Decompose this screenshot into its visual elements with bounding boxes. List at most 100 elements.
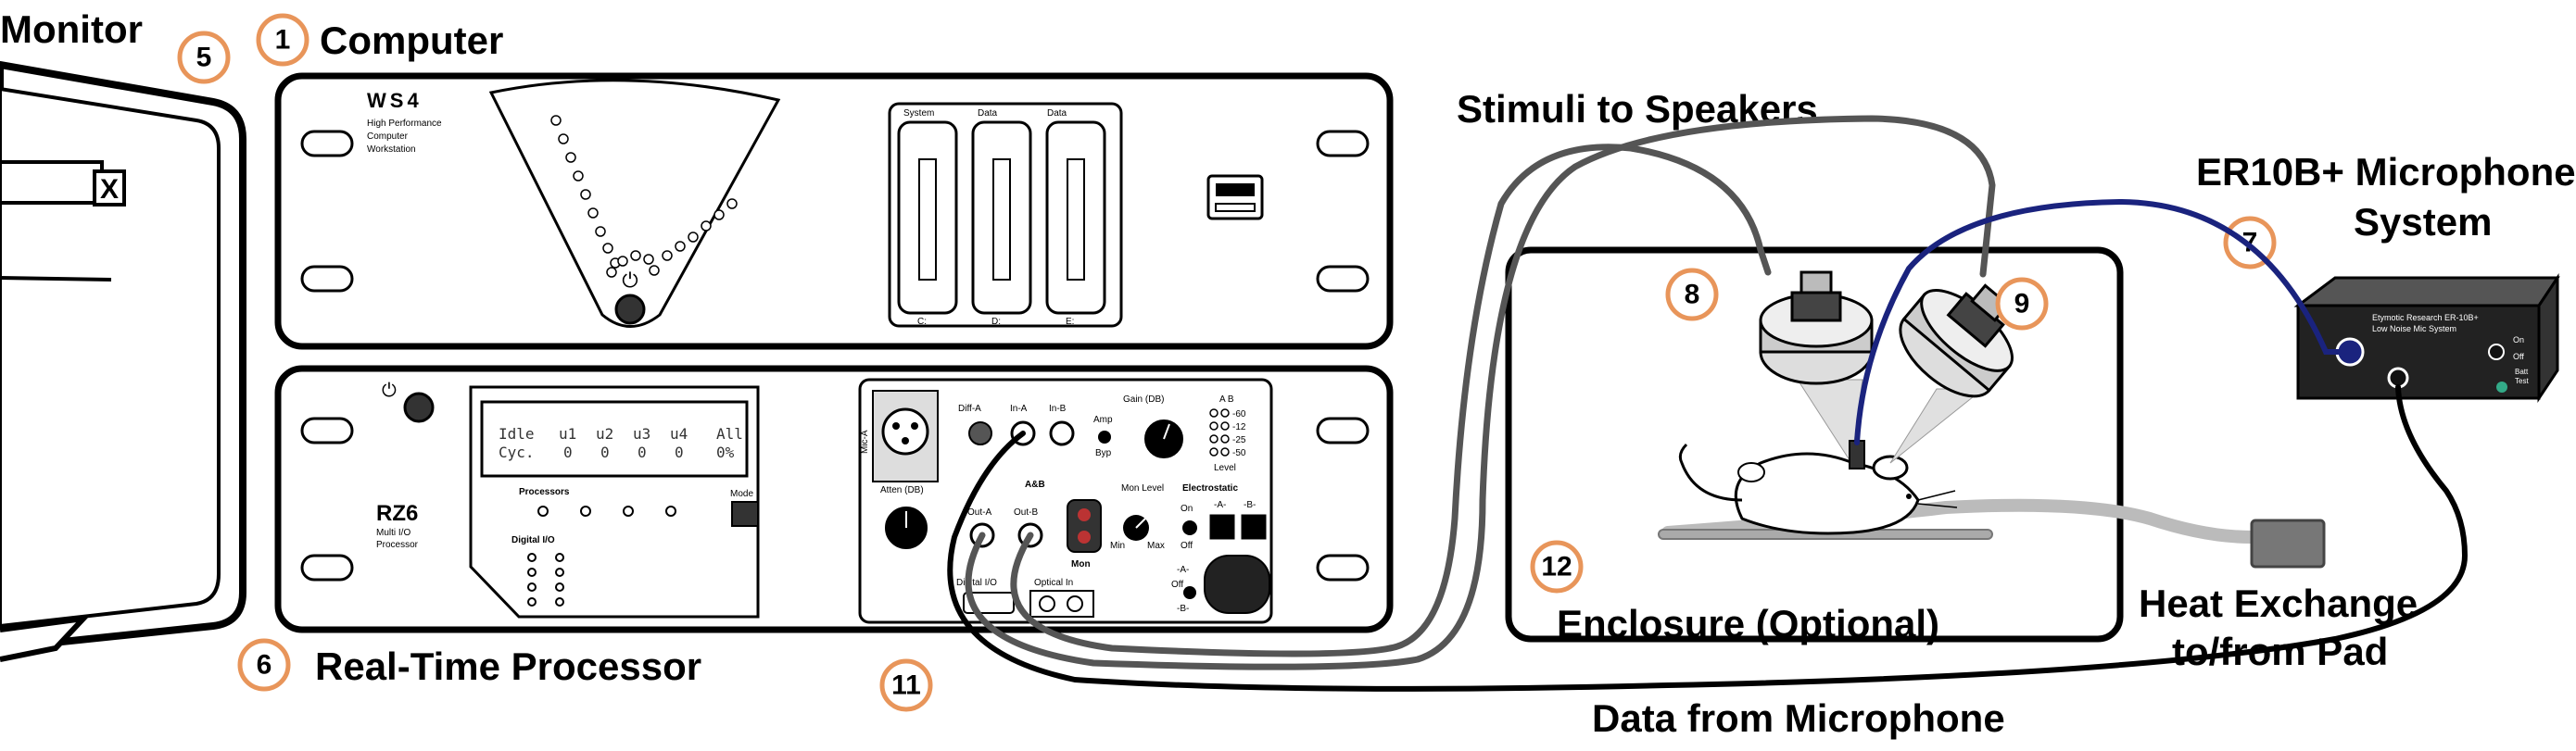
speaker-right [1889, 283, 2014, 464]
ws4-desc-1: High Performance [367, 119, 442, 129]
svg-text:1: 1 [275, 25, 291, 56]
ab-label: A&B [1025, 480, 1045, 490]
lcd-row1-2: u2 [596, 425, 613, 443]
in-b-jack[interactable] [1049, 420, 1075, 446]
er10b-test-label: Test [2515, 377, 2529, 385]
real-time-processor-label: Real-Time Processor [315, 645, 701, 688]
max-label: Max [1147, 541, 1165, 551]
computer-label: Computer [320, 19, 503, 62]
rz6-desc-1: Multi I/O [376, 528, 410, 538]
lcd-row2-1: 0 [563, 444, 573, 461]
er10b-label-line2: System [2354, 200, 2492, 244]
out-b-label: Out-B [1014, 507, 1038, 518]
er10b-battery-led [2496, 382, 2507, 393]
processors-label: Processors [519, 487, 570, 497]
optical-in-label: Optical In [1034, 578, 1073, 588]
level-value-3: -50 [1232, 448, 1246, 458]
digital-io-leds [527, 553, 564, 607]
close-icon: X [100, 174, 119, 205]
mic-a-label: Mic-A [860, 430, 870, 454]
er10b-power-switch[interactable] [2488, 344, 2505, 360]
ch-b-label: -B- [1177, 604, 1189, 614]
heat-exchange-label-line1: Heat Exchange [2139, 582, 2418, 625]
ws4-computer: WS4 High Performance Computer Workstatio… [274, 72, 1394, 350]
svg-text:12: 12 [1541, 552, 1572, 582]
svg-text:11: 11 [891, 670, 921, 701]
diff-a-label: Diff-A [958, 404, 981, 414]
badge-8: 8 [1665, 268, 1719, 321]
ws4-desc-3: Workstation [367, 144, 416, 155]
channel-switch[interactable] [1183, 586, 1196, 599]
es-a-label: -A- [1214, 500, 1226, 510]
ws4-slot-label-3: Data [1047, 108, 1067, 119]
level-ab-label: A B [1219, 394, 1234, 405]
data-from-microphone-cable [947, 384, 2469, 692]
stimulus-cable-b [965, 115, 1996, 670]
rz6-desc-2: Processor [376, 540, 419, 550]
level-leds [1209, 408, 1230, 457]
lcd-display [480, 400, 749, 478]
digital-io-label: Digital I/O [511, 535, 555, 545]
er10b-on-label: On [2513, 335, 2524, 344]
drive-label-c: C: [917, 317, 927, 327]
er10b-label-line1: ER10B+ Microphone [2196, 150, 2576, 194]
digital-io-port-label: Digital I/O [956, 578, 997, 588]
amp-byp-switch[interactable] [1098, 431, 1111, 444]
lcd-row1-5: All [716, 425, 743, 443]
in-a-label: In-A [1010, 404, 1028, 414]
es-off-label: Off [1181, 541, 1193, 551]
ws4-power-button[interactable] [614, 294, 646, 325]
atten-label: Atten (DB) [880, 485, 924, 495]
lcd-row1-1: u1 [559, 425, 576, 443]
er10b-off-label: Off [2513, 352, 2524, 361]
mode-label: Mode [730, 489, 753, 499]
ch-off-label: Off [1171, 580, 1183, 590]
drive-label-e: E: [1066, 317, 1074, 327]
electrostatic-switch[interactable] [1182, 520, 1197, 535]
ws4-desc-2: Computer [367, 131, 409, 142]
ws4-slot-label-1: System [903, 108, 934, 119]
stimulus-cable-a [1010, 144, 1772, 657]
rz6-power-button[interactable] [403, 392, 435, 423]
usb-port[interactable] [1206, 174, 1264, 220]
lcd-row2-0: Cyc. [499, 444, 535, 461]
mic-a-xlr-jack[interactable] [881, 407, 929, 456]
level-value-1: -12 [1232, 422, 1246, 432]
mon-jack[interactable] [1067, 499, 1102, 553]
er10b-box-line1: Etymotic Research ER-10B+ [2372, 313, 2479, 322]
min-label: Min [1110, 541, 1125, 551]
er10b-batt-label: Batt [2515, 368, 2529, 376]
mode-button[interactable] [731, 501, 759, 527]
heat-exchange-pump [2250, 519, 2326, 569]
microphone-cable [1854, 198, 2347, 445]
level-label: Level [1214, 463, 1236, 473]
electrostatic-a-port[interactable] [1209, 514, 1235, 540]
lcd-row2-2: 0 [600, 444, 610, 461]
lcd-row2-4: 0 [675, 444, 684, 461]
svg-text:8: 8 [1685, 280, 1700, 310]
lcd-row2-5: 0% [716, 444, 735, 461]
monitor-label: Monitor [0, 7, 143, 51]
badge-11: 11 [879, 658, 933, 712]
es-b-label: -B- [1244, 500, 1256, 510]
es-on-label: On [1181, 504, 1193, 514]
diff-a-jack[interactable] [968, 421, 992, 445]
svg-text:9: 9 [2014, 289, 2030, 319]
badge-6: 6 [237, 638, 291, 692]
multi-pin-connector[interactable] [1204, 555, 1270, 614]
power-icon: ⏻ [622, 269, 638, 292]
electrostatic-label: Electrostatic [1182, 483, 1238, 494]
lcd-row1-3: u3 [633, 425, 650, 443]
er10b-output[interactable] [2387, 367, 2409, 389]
speaker-left [1759, 270, 1874, 465]
lcd-row2-3: 0 [638, 444, 647, 461]
lcd-row1-4: u4 [670, 425, 688, 443]
badge-12: 12 [1530, 540, 1584, 594]
drive-label-d: D: [991, 317, 1001, 327]
electrostatic-b-port[interactable] [1241, 514, 1267, 540]
monitor: X Monitor [0, 7, 246, 662]
enclosure-label: Enclosure (Optional) [1557, 602, 1939, 645]
rz6-power-icon: ⏻ [382, 381, 397, 401]
